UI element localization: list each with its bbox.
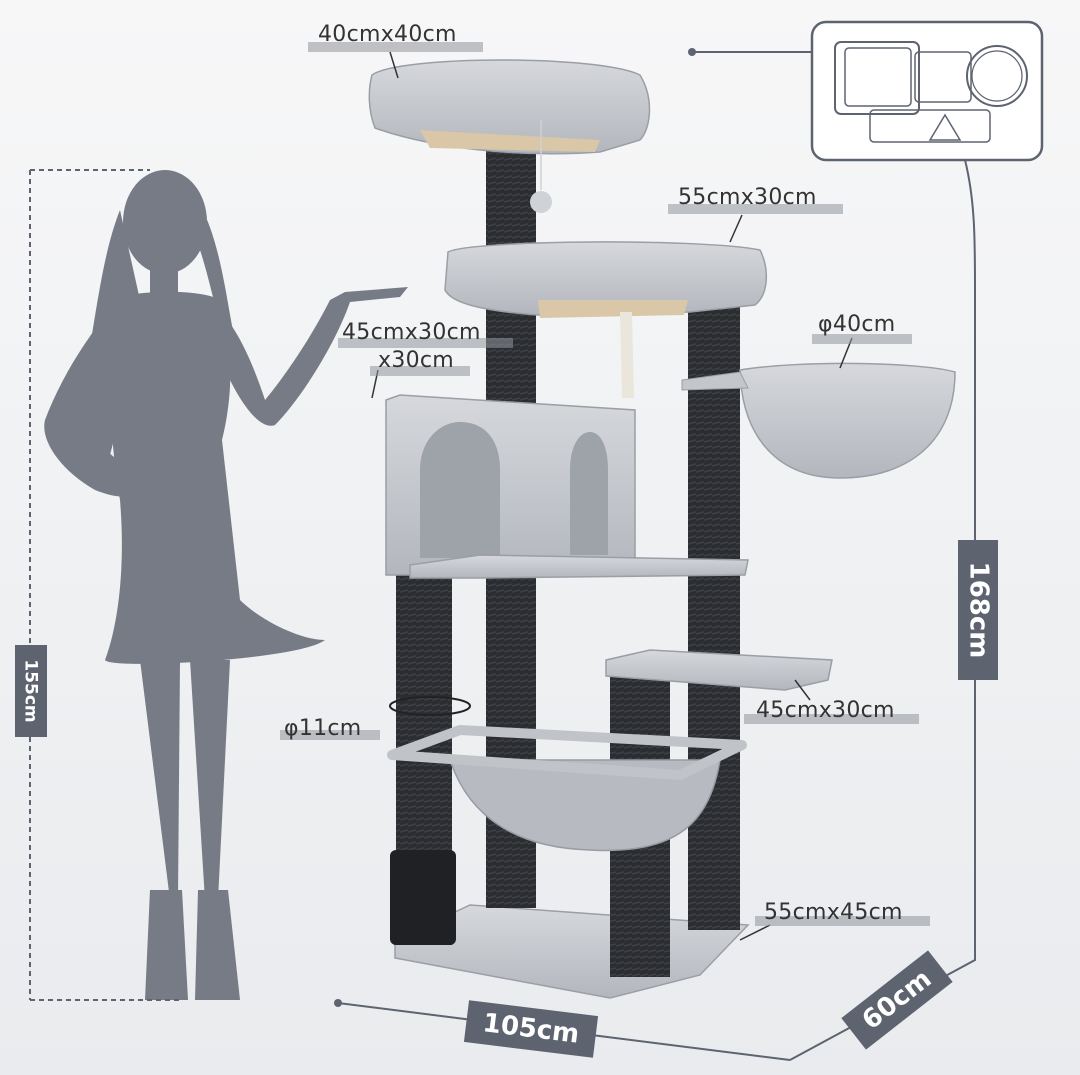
label-top-perch: 40cmx40cm: [318, 22, 457, 47]
upper-perch: [444, 241, 767, 398]
label-condo-line2: x30cm: [378, 348, 455, 373]
label-basket: φ40cm: [818, 312, 896, 337]
label-bar-post: [280, 730, 380, 740]
label-lower-platform: 45cmx30cm: [756, 698, 895, 723]
top-perch: [368, 59, 651, 213]
height-depth-line: [789, 159, 976, 1061]
label-upper-perch: 55cmx30cm: [678, 185, 817, 210]
basket: [681, 362, 956, 479]
person-height-bracket: [29, 169, 180, 1001]
label-bar-base: [755, 916, 930, 926]
lower-platform: [605, 649, 833, 691]
leader-lines: [371, 51, 853, 941]
label-bar-basket: [812, 334, 912, 344]
hammock: [387, 725, 747, 852]
label-bar-lower: [744, 714, 919, 724]
tree-height-text: 168cm: [963, 561, 993, 659]
label-condo-line1: 45cmx30cm: [342, 320, 481, 345]
label-bar-condo-2: [370, 366, 470, 376]
person-height-badge: 155cm: [15, 645, 47, 737]
label-bar-top: [308, 42, 483, 52]
person-height-text: 155cm: [21, 659, 41, 723]
tree-height-badge: 168cm: [958, 540, 998, 680]
post-diameter-ring: [389, 696, 471, 716]
label-bar-condo-1: [338, 338, 513, 348]
label-post: φ11cm: [284, 716, 362, 741]
condo: [385, 394, 749, 579]
person-silhouette: [44, 170, 408, 1000]
label-base: 55cmx45cm: [764, 900, 903, 925]
top-view-diagram-icon: [810, 20, 1044, 162]
pompom-toy-icon: [530, 191, 552, 213]
label-bar-upper: [668, 204, 843, 214]
